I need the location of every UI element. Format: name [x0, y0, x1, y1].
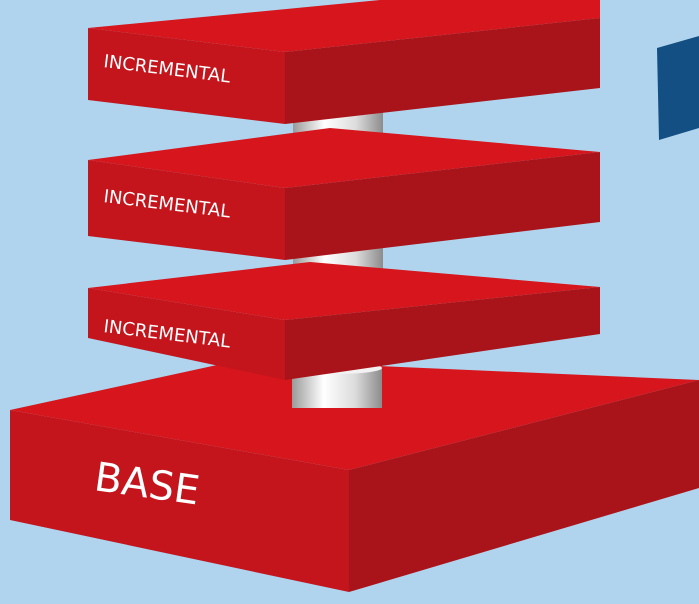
- base-block-top: [10, 360, 699, 470]
- incremental-block-2: [88, 128, 600, 260]
- base-block-front: [10, 410, 349, 592]
- incremental-block-3-top: [88, 262, 600, 320]
- base-block: [10, 360, 699, 592]
- incremental-block-2-front: [88, 160, 285, 260]
- incremental-block-1: [88, 0, 600, 124]
- incremental-block-1-top: [88, 0, 600, 52]
- incremental-block-3-front: [88, 288, 285, 380]
- side-panel: [657, 36, 699, 140]
- incremental-block-2-side: [285, 152, 600, 260]
- incremental-block-3-side: [285, 287, 600, 380]
- incremental-block-1-front: [88, 28, 285, 124]
- incremental-block-1-side: [285, 18, 600, 124]
- incremental-block-2-top: [88, 128, 600, 188]
- base-block-side: [349, 380, 699, 592]
- incremental-block-3: [88, 262, 600, 380]
